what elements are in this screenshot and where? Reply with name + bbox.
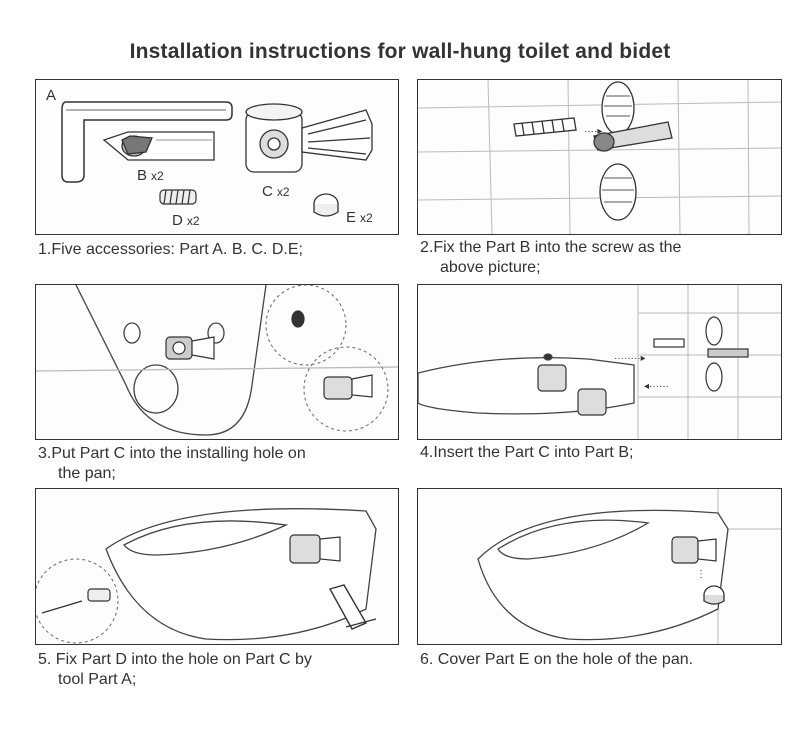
cap-part-e-icon <box>704 586 724 604</box>
caption-step-1: 1.Five accessories: Part A. B. C. D.E; <box>38 240 303 260</box>
wall-tiles <box>718 489 781 644</box>
svg-text:◂······: ◂······ <box>644 381 669 392</box>
part-c-detail-icon <box>672 537 716 563</box>
panel-step-3 <box>35 284 399 440</box>
step-5-illustration <box>36 489 398 644</box>
caption-step-2: 2.Fix the Part B into the screw as the a… <box>420 238 681 278</box>
pan-body <box>106 509 376 640</box>
caption-step-5: 5. Fix Part D into the hole on Part C by… <box>38 650 312 690</box>
threaded-rod-icon <box>514 118 576 136</box>
step-6-illustration: ⋮ <box>418 489 781 644</box>
pan-outline <box>36 285 398 435</box>
part-b-fixed-icon <box>594 122 672 151</box>
grub-screw-icon <box>42 589 110 613</box>
part-b-icon <box>104 132 214 160</box>
step-2-illustration: ····▸ <box>418 80 781 234</box>
page-title: Installation instructions for wall-hung … <box>0 40 800 64</box>
detail-circles <box>266 285 388 431</box>
step-4-illustration: ········▸ ◂······ <box>418 285 781 439</box>
panel-step-4: ········▸ ◂······ <box>417 284 782 440</box>
svg-text:⋮: ⋮ <box>696 569 706 580</box>
step-3-illustration <box>36 285 398 439</box>
svg-text:········▸: ········▸ <box>614 353 646 364</box>
panel-step-6: ⋮ <box>417 488 782 645</box>
part-d-icon <box>160 190 196 204</box>
svg-text:····▸: ····▸ <box>584 126 602 137</box>
caption-step-3: 3.Put Part C into the installing hole on… <box>38 444 306 484</box>
part-e-icon <box>314 194 338 216</box>
part-c-icon <box>246 104 372 172</box>
part-c-insert-icon <box>166 337 214 359</box>
part-a-label: A <box>46 87 56 104</box>
caption-step-6: 6. Cover Part E on the hole of the pan. <box>420 650 693 670</box>
panel-step-5 <box>35 488 399 645</box>
caption-step-4: 4.Insert the Part C into Part B; <box>420 443 633 463</box>
pan-body <box>478 510 728 639</box>
wall-tiles <box>418 80 781 234</box>
wall-tiles <box>638 285 781 439</box>
part-c-detail-icon <box>290 535 340 563</box>
panel-step-2: ····▸ <box>417 79 782 235</box>
